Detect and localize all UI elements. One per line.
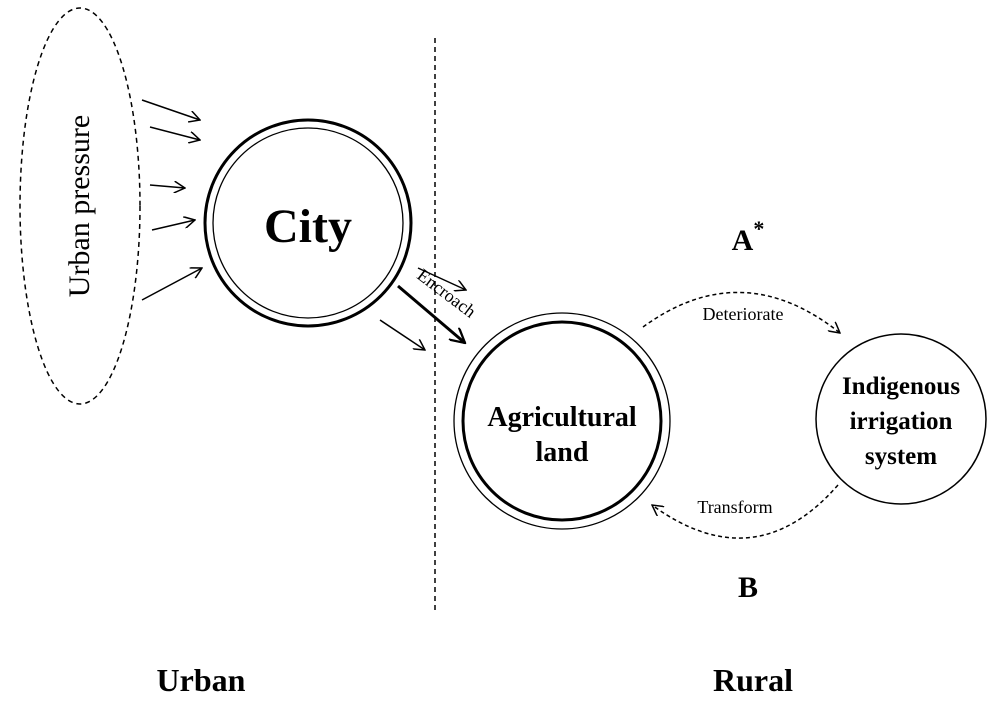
pressure-arrow xyxy=(149,185,185,188)
urban-label: Urban xyxy=(157,662,246,698)
irrigation-circle xyxy=(815,333,987,505)
encroach-label: Encroach xyxy=(413,265,479,322)
encroach-side-arrow xyxy=(379,319,425,350)
pressure-label: Urban pressure xyxy=(63,115,96,297)
deteriorate-arrow xyxy=(642,291,840,333)
transform-arrow xyxy=(652,484,839,539)
pressure-ellipse xyxy=(19,7,141,405)
city-outer-ring xyxy=(203,118,413,328)
encroach-side-arrow xyxy=(417,267,466,290)
deteriorate-label: Deteriorate xyxy=(703,304,784,324)
pressure-arrow xyxy=(141,268,202,301)
city-label: City xyxy=(264,200,352,253)
encroach-arrow xyxy=(397,284,465,343)
pressure-arrow xyxy=(151,220,195,231)
agri-inner-ring xyxy=(461,320,663,522)
pressure-arrow xyxy=(149,126,200,140)
city-inner-ring xyxy=(212,127,404,319)
rural-label: Rural xyxy=(713,662,793,698)
pressure-arrow xyxy=(141,99,200,120)
agri-label-line2: land xyxy=(536,437,589,468)
letter-a: A* xyxy=(732,216,765,257)
letter-b: B xyxy=(738,571,758,604)
irrigation-label-line2: irrigation xyxy=(850,408,953,435)
irrigation-label-line1: Indigenous xyxy=(842,373,960,400)
transform-label: Transform xyxy=(697,497,772,517)
agri-label-line1: Agricultural xyxy=(487,402,637,433)
irrigation-label-line3: system xyxy=(865,443,937,470)
agri-outer-ring xyxy=(453,312,671,530)
